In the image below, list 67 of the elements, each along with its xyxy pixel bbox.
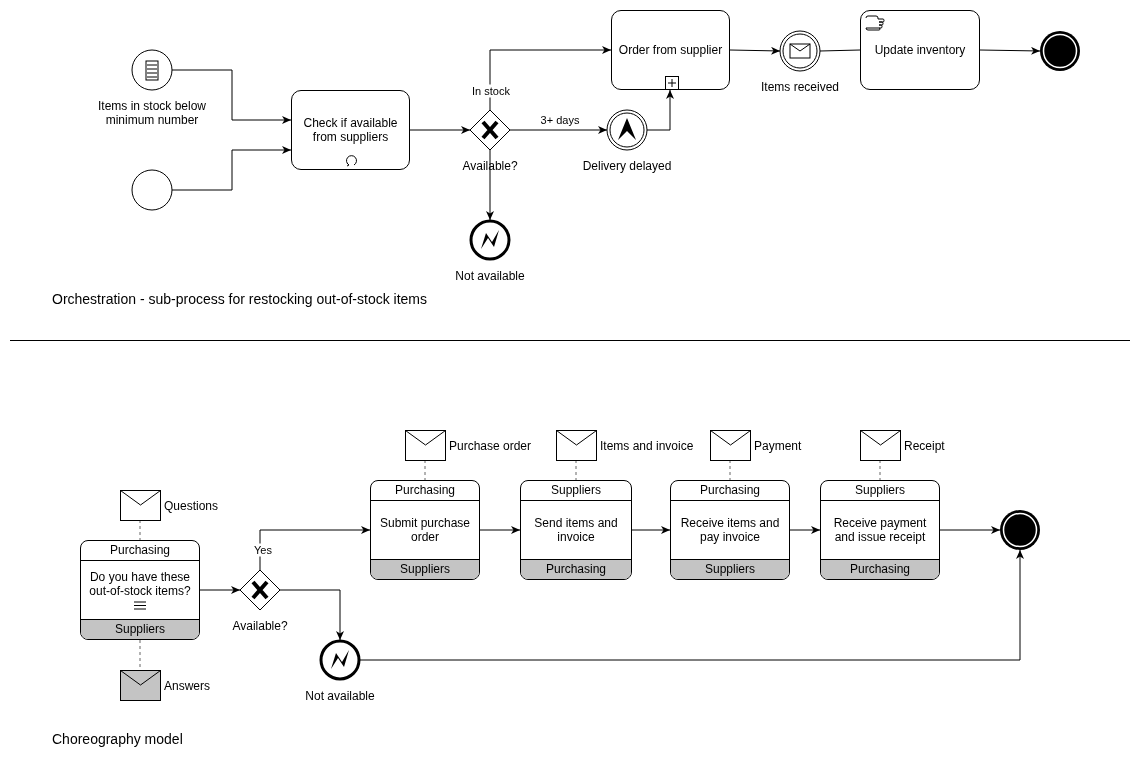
edge-label: 3+ days	[538, 113, 582, 127]
dotted-connector	[729, 459, 731, 481]
choreography-task	[820, 480, 940, 580]
participant-label: Suppliers	[821, 481, 939, 501]
message-label: Payment	[754, 438, 802, 453]
task-label: Check if available from suppliers	[302, 116, 399, 144]
task-label: Submit purchase order	[379, 516, 471, 544]
task-box	[291, 90, 410, 170]
event-label: Not available	[305, 689, 375, 703]
edge-label: In stock	[470, 84, 512, 98]
arrow	[171, 69, 292, 124]
choreography-task	[80, 540, 200, 640]
dotted-connector	[424, 459, 426, 481]
participant-band: Purchasing	[821, 559, 939, 579]
arrow	[359, 549, 1024, 661]
participant-label: Purchasing	[371, 481, 479, 501]
participant-band: Suppliers	[81, 619, 199, 639]
section-caption: Choreography model	[52, 731, 183, 747]
arrow	[789, 526, 821, 534]
event-label: Not available	[455, 269, 525, 283]
arrow	[479, 526, 521, 534]
message-label: Items and invoice	[600, 438, 694, 453]
dotted-connector	[879, 459, 881, 481]
message-label: Questions	[164, 498, 219, 513]
gateway-label: Available?	[232, 619, 288, 633]
participant-band: Purchasing	[521, 559, 631, 579]
task-label: Send items and invoice	[533, 516, 619, 544]
arrow	[631, 526, 671, 534]
arrow	[279, 589, 344, 641]
task-box	[611, 10, 730, 90]
task-box	[860, 10, 980, 90]
arrow	[939, 526, 1001, 534]
gateway-label: Available?	[462, 159, 518, 173]
participant-label: Suppliers	[521, 481, 631, 501]
choreography-task	[370, 480, 480, 580]
message-label: Purchase order	[449, 438, 532, 453]
event-label: Items in stock below minimum number	[96, 99, 207, 127]
arrow	[646, 89, 674, 131]
task-label: Receive items and pay invoice	[679, 516, 781, 544]
message-label: Receipt	[904, 438, 945, 453]
task-label: Order from supplier	[618, 43, 723, 57]
connector-line	[819, 49, 861, 52]
task-label: Receive payment and issue receipt	[832, 516, 928, 544]
participant-label: Purchasing	[81, 541, 199, 561]
arrow	[489, 46, 612, 111]
dotted-connector	[575, 459, 577, 481]
task-label: Update inventory	[874, 43, 966, 57]
task-label: Do you have these out-of-stock items?	[89, 570, 191, 598]
participant-band: Suppliers	[371, 559, 479, 579]
message-label: Answers	[164, 678, 210, 693]
choreography-task	[670, 480, 790, 580]
arrow	[979, 46, 1041, 55]
arrow	[259, 526, 371, 571]
choreography-task	[520, 480, 632, 580]
arrow	[199, 586, 241, 594]
dotted-connector	[139, 519, 141, 541]
participant-band: Suppliers	[671, 559, 789, 579]
participant-label: Purchasing	[671, 481, 789, 501]
arrow	[171, 146, 292, 191]
event-label: Delivery delayed	[582, 159, 672, 173]
arrow	[486, 149, 494, 221]
edge-label: Yes	[252, 543, 274, 557]
arrow	[729, 46, 781, 55]
section-caption: Orchestration - sub-process for restocking out-of-stock items	[52, 291, 428, 307]
arrow	[409, 126, 471, 134]
event-label: Items received	[761, 80, 839, 94]
arrow	[509, 126, 608, 134]
